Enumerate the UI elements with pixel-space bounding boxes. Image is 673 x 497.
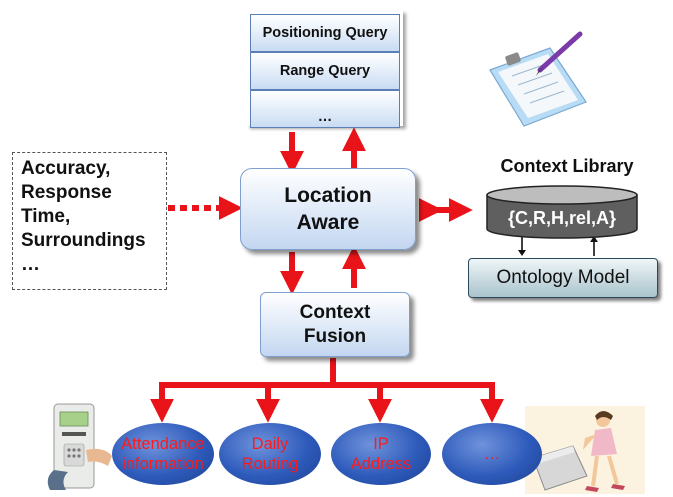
output-ip-address-line1: IP — [373, 435, 389, 453]
more-query-box: … — [250, 90, 400, 128]
range-query-box: Range Query — [250, 52, 400, 90]
clipboard-icon — [489, 31, 587, 127]
requirement-accuracy: Accuracy, — [21, 158, 111, 179]
context-fusion-box: Context Fusion — [260, 292, 410, 357]
range-query-label: Range Query — [279, 63, 371, 79]
arrow-library-to-ontology-head — [518, 250, 526, 256]
attendance-machine-icon — [47, 403, 112, 490]
output-more-line1: … — [483, 445, 501, 463]
ontology-model-box: Ontology Model — [468, 258, 658, 298]
location-aware-line1: Location — [284, 184, 372, 207]
positioning-query-box: Positioning Query — [250, 14, 400, 52]
output-more: … — [442, 423, 542, 485]
output-attendance-line2: information — [122, 455, 204, 473]
ontology-model-label: Ontology Model — [496, 267, 630, 288]
requirement-more: … — [21, 254, 40, 275]
context-library-tuple: {C,R,H,rel,A} — [507, 208, 617, 228]
context-fusion-line1: Context — [299, 301, 371, 323]
output-attendance: Attendance information — [112, 423, 214, 485]
location-aware-line2: Aware — [296, 211, 360, 234]
output-daily-routing: Daily Routing — [219, 423, 321, 485]
context-library-title: Context Library — [500, 156, 634, 176]
location-aware-box: Location Aware — [240, 168, 416, 250]
more-query-label: … — [317, 109, 333, 125]
output-daily-routing-line2: Routing — [241, 455, 299, 473]
requirement-surroundings: Surroundings — [21, 230, 146, 251]
requirements-box: Accuracy, Response Time, Surroundings … — [12, 152, 167, 290]
requirement-time: Time, — [21, 206, 71, 227]
output-ip-address: IP Address — [331, 423, 431, 485]
requirement-response: Response — [21, 182, 112, 203]
arrow-ontology-to-library-head — [590, 236, 598, 242]
output-ip-address-line2: Address — [350, 455, 412, 473]
context-library-cylinder — [486, 185, 638, 239]
output-attendance-line1: Attendance — [121, 435, 205, 453]
output-daily-routing-line1: Daily — [251, 435, 289, 453]
positioning-query-label: Positioning Query — [262, 25, 388, 41]
person-printer-icon — [525, 406, 645, 494]
context-fusion-line2: Fusion — [303, 325, 367, 347]
